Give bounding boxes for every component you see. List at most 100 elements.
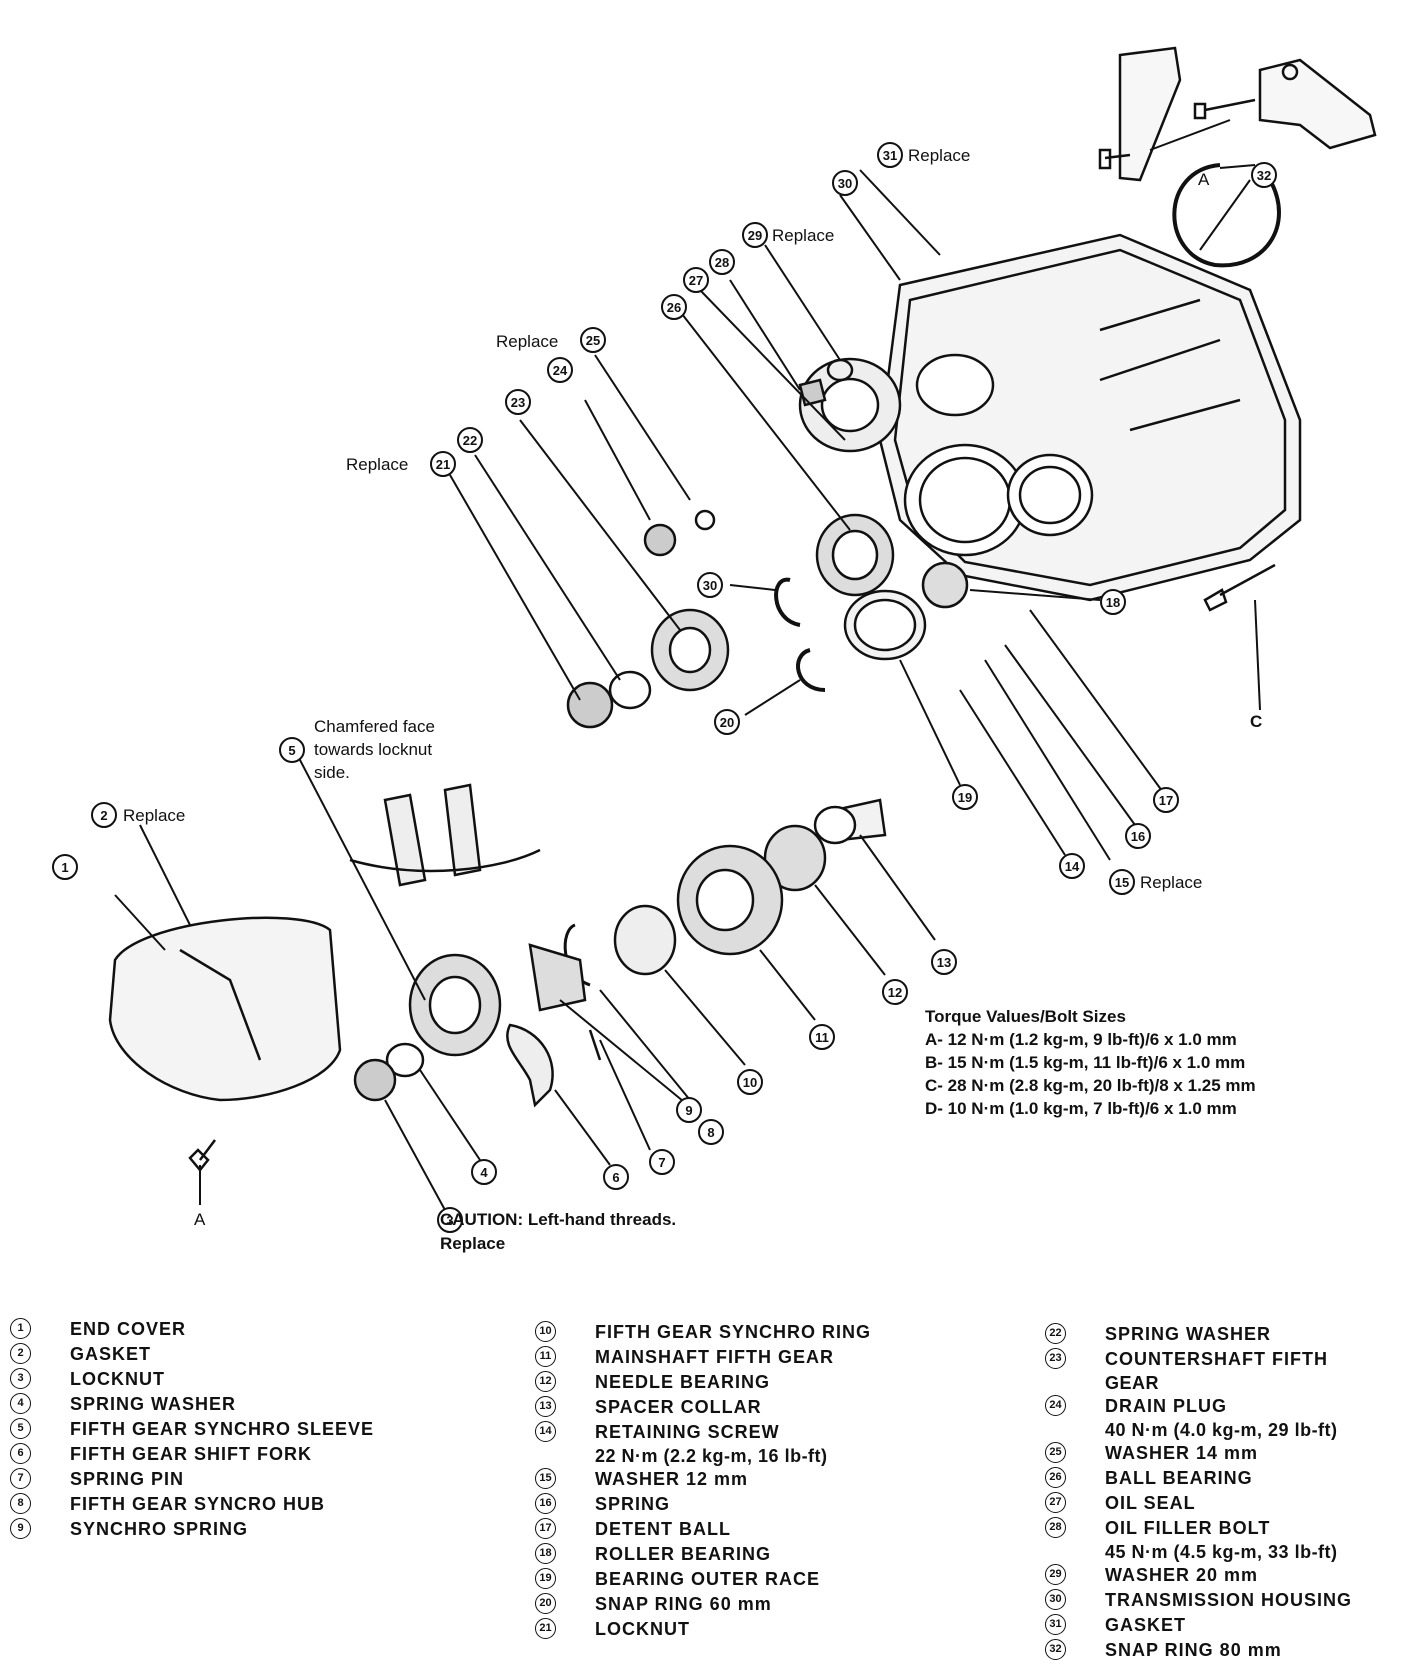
legend-number: 3 <box>10 1368 31 1389</box>
legend-label: FIFTH GEAR SYNCHRO RING <box>595 1322 872 1342</box>
svg-text:9: 9 <box>685 1103 692 1118</box>
callout-30: 30 <box>832 170 858 196</box>
callout-1: 1 <box>52 854 78 880</box>
callout-3: 3 <box>437 1207 463 1233</box>
replace-label-15: Replace <box>1140 873 1203 892</box>
legend-label: NEEDLE BEARING <box>595 1372 771 1392</box>
legend-item: 32 SNAP RING 80 mm <box>1045 1638 1352 1663</box>
legend-label: END COVER <box>70 1319 187 1339</box>
legend-number: 26 <box>1045 1467 1066 1488</box>
torque-title: Torque Values/Bolt Sizes <box>925 1007 1126 1026</box>
legend-number: 11 <box>535 1346 556 1367</box>
callout-4: 4 <box>471 1159 497 1185</box>
caution-note: CAUTION: Left-hand threads. Replace <box>440 1208 676 1256</box>
svg-text:30: 30 <box>703 578 717 593</box>
svg-text:30: 30 <box>838 176 852 191</box>
legend-item: 1 END COVER <box>10 1317 374 1342</box>
legend-label: LOCKNUT <box>70 1369 165 1389</box>
legend-label: COUNTERSHAFT FIFTH <box>1105 1349 1328 1369</box>
legend-label: BALL BEARING <box>1105 1468 1253 1488</box>
callout-17: 17 <box>1153 787 1179 813</box>
callout-22: 22 <box>457 427 483 453</box>
replace-label-2: Replace <box>123 806 186 825</box>
legend-number: 1 <box>10 1318 31 1339</box>
replace-label-25: Replace <box>496 332 559 351</box>
legend-label: SPACER COLLAR <box>595 1397 762 1417</box>
legend-number: 2 <box>10 1343 31 1364</box>
legend-column-1: 1 END COVER 2 GASKET 3 LOCKNUT 4 SPRING WASH… <box>10 1317 374 1542</box>
legend-number: 16 <box>535 1493 556 1514</box>
legend-number: 25 <box>1045 1442 1066 1463</box>
legend-number: 31 <box>1045 1614 1066 1635</box>
svg-text:22: 22 <box>463 433 477 448</box>
torque-row-d: D- 10 N·m (1.0 kg-m, 7 lb-ft)/6 x 1.0 mm <box>925 1099 1237 1118</box>
callout-31: 31 <box>877 142 903 168</box>
torque-row-a: A- 12 N·m (1.2 kg-m, 9 lb-ft)/6 x 1.0 mm <box>925 1030 1237 1049</box>
legend-subtext: GEAR <box>1105 1373 1160 1393</box>
legend-item: 14 RETAINING SCREW <box>535 1420 871 1445</box>
legend-number: 32 <box>1045 1639 1066 1660</box>
callout-14: 14 <box>1059 853 1085 879</box>
callout-18: 18 <box>1100 589 1126 615</box>
callout-25: 25 <box>580 327 606 353</box>
legend-label: OIL FILLER BOLT <box>1105 1518 1271 1538</box>
svg-text:27: 27 <box>689 273 703 288</box>
legend-label: RETAINING SCREW <box>595 1422 780 1442</box>
replace-label-31: Replace <box>908 146 971 165</box>
chamfer-note-line1: Chamfered face <box>314 717 435 736</box>
legend-number: 6 <box>10 1443 31 1464</box>
svg-text:32: 32 <box>1257 168 1271 183</box>
legend-number: 30 <box>1045 1589 1066 1610</box>
legend-label: SPRING WASHER <box>70 1394 237 1414</box>
legend-number: 12 <box>535 1371 556 1392</box>
svg-text:17: 17 <box>1159 793 1173 808</box>
svg-text:23: 23 <box>511 395 525 410</box>
legend-number: 4 <box>10 1393 31 1414</box>
callout-7: 7 <box>649 1149 675 1175</box>
legend-number: 14 <box>535 1421 556 1442</box>
legend-label: GASKET <box>70 1344 152 1364</box>
callout-11: 11 <box>809 1024 835 1050</box>
legend-number: 19 <box>535 1568 556 1589</box>
svg-text:19: 19 <box>958 790 972 805</box>
legend-label: SNAP RING 80 mm <box>1105 1640 1282 1660</box>
legend-label: SPRING PIN <box>70 1469 185 1489</box>
svg-text:4: 4 <box>480 1165 488 1180</box>
legend-label: WASHER 12 mm <box>595 1469 749 1489</box>
callout-23: 23 <box>505 389 531 415</box>
legend-subtext: 40 N·m (4.0 kg-m, 29 lb-ft) <box>1105 1420 1338 1440</box>
torque-row-b: B- 15 N·m (1.5 kg-m, 11 lb-ft)/6 x 1.0 m… <box>925 1053 1246 1072</box>
svg-text:6: 6 <box>612 1170 619 1185</box>
legend-label: DETENT BALL <box>595 1519 731 1539</box>
legend-subtext: 45 N·m (4.5 kg-m, 33 lb-ft) <box>1105 1542 1338 1562</box>
legend-label: WASHER 14 mm <box>1105 1443 1259 1463</box>
legend-number: 18 <box>535 1543 556 1564</box>
legend-number: 22 <box>1045 1323 1066 1344</box>
svg-text:28: 28 <box>715 255 729 270</box>
callout-6: 6 <box>603 1164 629 1190</box>
svg-text:21: 21 <box>436 457 450 472</box>
callout-12: 12 <box>882 979 908 1005</box>
legend-label: WASHER 20 mm <box>1105 1565 1259 1585</box>
legend-label: DRAIN PLUG <box>1105 1396 1227 1416</box>
legend-number: 13 <box>535 1396 556 1417</box>
legend-label: ROLLER BEARING <box>595 1544 771 1564</box>
callout-30b: 30 <box>697 572 723 598</box>
legend-label: SPRING <box>595 1494 671 1514</box>
legend-item: 18 ROLLER BEARING <box>535 1542 871 1567</box>
legend-number: 5 <box>10 1418 31 1439</box>
